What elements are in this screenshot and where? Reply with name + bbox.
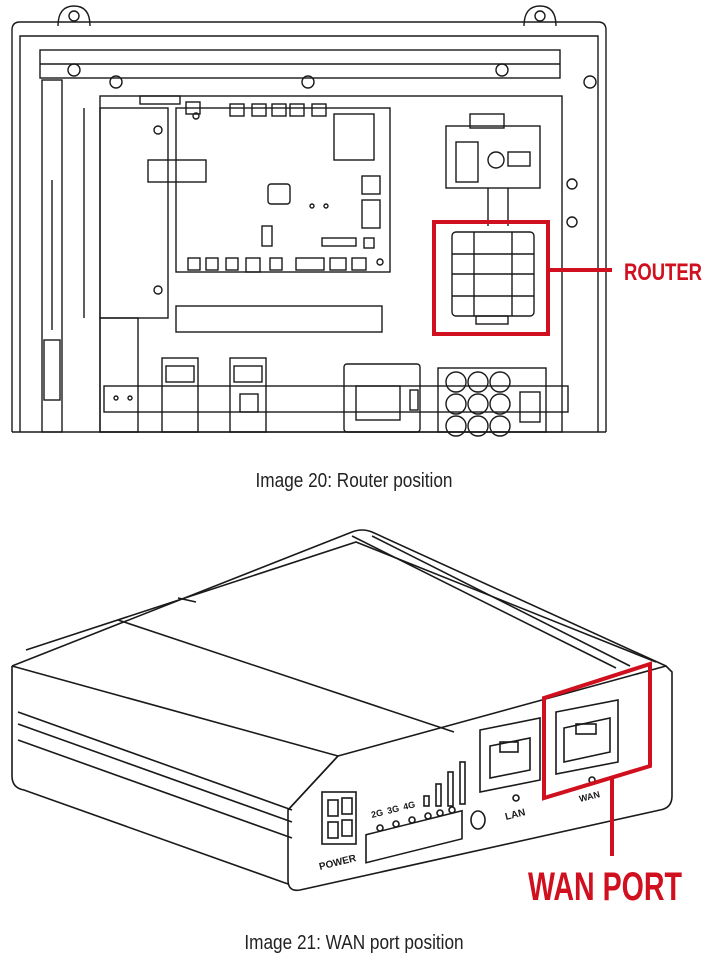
cabinet-drawing: ROUTER bbox=[11, 5, 702, 437]
power-port-label: POWER bbox=[318, 853, 358, 873]
wan-port-callout-label: WAN PORT bbox=[528, 865, 682, 909]
cable-gland-plate bbox=[437, 367, 547, 437]
sim-slot bbox=[365, 809, 463, 864]
router-highlight-box bbox=[432, 220, 550, 336]
cable-duct bbox=[175, 305, 383, 333]
cabinet-shell bbox=[11, 21, 607, 432]
din-terminal-modules bbox=[161, 357, 421, 433]
controller-board bbox=[147, 101, 391, 273]
io-module bbox=[445, 113, 541, 226]
figure-21-caption: Image 21: WAN port position bbox=[244, 932, 464, 954]
cabinet-lugs bbox=[57, 5, 557, 27]
router-drawing: POWER 2G 3G 4G LAN WAN WAN PORT bbox=[11, 529, 682, 909]
wan-port-label: WAN bbox=[578, 789, 601, 804]
figure-router-position: ROUTER bbox=[0, 0, 708, 440]
power-connector bbox=[321, 791, 357, 845]
led-label-3g: 3G bbox=[386, 803, 400, 816]
led-label-4g: 4G bbox=[402, 799, 416, 812]
router-side-face bbox=[11, 666, 289, 885]
wan-port bbox=[555, 699, 619, 784]
figure-20-caption: Image 20: Router position bbox=[255, 470, 453, 492]
router-module bbox=[451, 231, 535, 325]
reset-button bbox=[470, 810, 486, 830]
lan-port bbox=[479, 717, 541, 802]
router-front-face bbox=[287, 665, 673, 892]
router-callout-label: ROUTER bbox=[624, 259, 702, 286]
wan-highlight-box bbox=[542, 661, 652, 801]
figure-wan-port-position: POWER 2G 3G 4G LAN WAN WAN PORT bbox=[0, 518, 708, 928]
router-top-face bbox=[11, 529, 667, 667]
din-rail bbox=[103, 385, 569, 413]
led-label-2g: 2G bbox=[370, 807, 384, 820]
lan-port-label: LAN bbox=[504, 807, 527, 823]
